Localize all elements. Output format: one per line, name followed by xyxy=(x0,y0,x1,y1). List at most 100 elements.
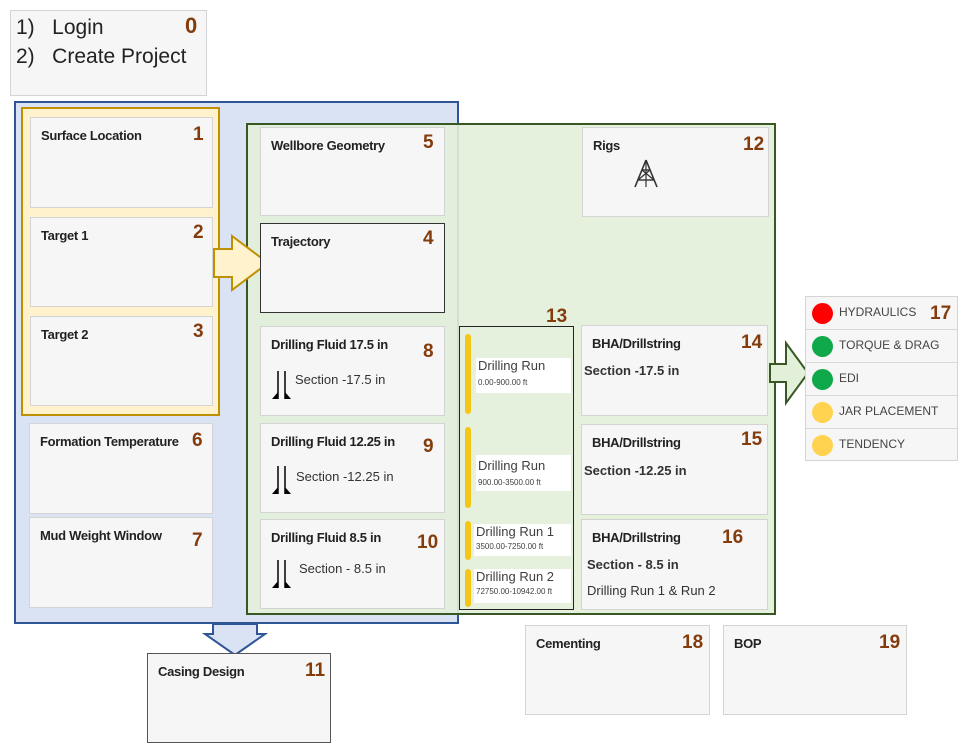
section-label: Section -12.25 in xyxy=(584,463,687,478)
step-number: 19 xyxy=(879,632,901,653)
run-label: Drilling Run xyxy=(478,358,546,373)
run-label: Drilling Run 1 xyxy=(476,524,555,539)
step-number: 0 xyxy=(185,13,198,38)
status-indicator-red xyxy=(812,303,833,324)
trajectory-card[interactable]: Trajectory 4 xyxy=(260,223,445,313)
step-number-17: 17 xyxy=(930,303,952,324)
section-label: Section - 8.5 in xyxy=(587,557,679,572)
run-range: 3500.00-7250.00 ft xyxy=(476,542,544,551)
check-label: JAR PLACEMENT xyxy=(839,404,939,418)
runs-label: Drilling Run 1 & Run 2 xyxy=(587,583,716,598)
run-3-bar xyxy=(465,521,471,560)
card-title: Surface Location xyxy=(41,128,142,143)
run-range: 900.00-3500.00 ft xyxy=(478,478,541,487)
cementing-card[interactable]: Cementing 18 xyxy=(525,625,710,715)
section-label: Section -12.25 in xyxy=(296,469,394,484)
rig-icon xyxy=(634,159,658,188)
step-number: 6 xyxy=(192,430,203,451)
run-label: Drilling Run 2 xyxy=(476,569,555,584)
step-number: 8 xyxy=(423,341,434,362)
check-torque-drag[interactable]: TORQUE & DRAG xyxy=(806,330,958,363)
card-title: Rigs xyxy=(593,138,620,153)
card-title: BOP xyxy=(734,636,762,651)
drilling-fluid-17-5-card[interactable]: Drilling Fluid 17.5 in 8 Section -17.5 i… xyxy=(260,326,445,416)
bha-drillstring-8-5-card[interactable]: BHA/Drillstring 16 Section - 8.5 in Dril… xyxy=(581,519,768,610)
target-2-card[interactable]: Target 2 3 xyxy=(30,316,213,406)
step-number-13: 13 xyxy=(546,306,568,327)
section-label: Section - 8.5 in xyxy=(299,561,386,576)
step-number: 1 xyxy=(193,124,204,145)
card-title: Drilling Fluid 12.25 in xyxy=(271,434,395,449)
mud-weight-window-card[interactable]: Mud Weight Window 7 xyxy=(29,517,213,608)
step-number: 15 xyxy=(741,429,763,450)
casing-design-card[interactable]: Casing Design 11 xyxy=(147,653,331,743)
section-label: Section -17.5 in xyxy=(295,372,386,387)
card-title: Wellbore Geometry xyxy=(271,138,385,153)
card-title: Drilling Fluid 17.5 in xyxy=(271,337,388,352)
bha-drillstring-12-25-card[interactable]: BHA/Drillstring 15 Section -12.25 in xyxy=(581,424,768,515)
step-number: 4 xyxy=(423,228,434,249)
drilling-run-4[interactable]: Drilling Run 2 72750.00-10942.00 ft xyxy=(474,569,571,603)
card-title: Drilling Fluid 8.5 in xyxy=(271,530,381,545)
section-label: Section -17.5 in xyxy=(584,363,680,378)
wellbore-geometry-card[interactable]: Wellbore Geometry 5 xyxy=(260,127,445,216)
step-number: 7 xyxy=(192,530,203,551)
surface-location-card[interactable]: Surface Location 1 xyxy=(30,117,213,208)
card-title: BHA/Drillstring xyxy=(592,530,681,545)
card-title: Cementing xyxy=(536,636,601,651)
card-title: Trajectory xyxy=(271,234,331,249)
run-range: 72750.00-10942.00 ft xyxy=(476,587,553,596)
bha-drillstring-17-5-card[interactable]: BHA/Drillstring 14 Section -17.5 in xyxy=(581,325,768,416)
casing-shoe-icon xyxy=(272,371,291,399)
check-label: TORQUE & DRAG xyxy=(839,338,940,352)
check-label: EDI xyxy=(839,371,860,385)
bha-to-checks-arrow xyxy=(769,339,810,407)
bop-card[interactable]: BOP 19 xyxy=(723,625,907,715)
drilling-run-1[interactable]: Drilling Run 0.00-900.00 ft xyxy=(476,358,571,393)
step-number: 5 xyxy=(423,132,434,153)
intro-step-login: 1) Login xyxy=(16,16,104,39)
check-edi[interactable]: EDI xyxy=(806,363,958,396)
run-1-bar xyxy=(465,334,471,414)
formation-temperature-card[interactable]: Formation Temperature 6 xyxy=(29,423,213,514)
status-indicator-yellow xyxy=(812,402,833,423)
casing-shoe-icon xyxy=(272,466,291,494)
check-jar-placement[interactable]: JAR PLACEMENT xyxy=(806,396,958,429)
step-number: 10 xyxy=(417,532,439,553)
check-label: TENDENCY xyxy=(839,437,906,451)
drilling-fluid-12-25-card[interactable]: Drilling Fluid 12.25 in 9 Section -12.25… xyxy=(260,423,445,513)
drilling-fluid-8-5-card[interactable]: Drilling Fluid 8.5 in 10 Section - 8.5 i… xyxy=(260,519,445,609)
drilling-run-2[interactable]: Drilling Run 900.00-3500.00 ft xyxy=(476,455,571,491)
check-label: HYDRAULICS xyxy=(839,305,917,319)
run-range: 0.00-900.00 ft xyxy=(478,378,528,387)
targets-to-trajectory-arrow xyxy=(213,234,270,292)
card-title: BHA/Drillstring xyxy=(592,336,681,351)
step-number: 9 xyxy=(423,436,434,457)
card-title: Mud Weight Window xyxy=(40,528,162,543)
status-indicator-green xyxy=(812,369,833,390)
check-tendency[interactable]: TENDENCY xyxy=(806,429,958,462)
intro-box: 1) Login 2) Create Project 0 xyxy=(10,10,207,96)
card-title: Target 1 xyxy=(41,228,89,243)
analysis-checks-panel: HYDRAULICS TORQUE & DRAG EDI JAR PLACEME… xyxy=(805,296,958,461)
intro-step-create-project: 2) Create Project xyxy=(16,45,187,68)
check-hydraulics[interactable]: HYDRAULICS xyxy=(806,297,958,330)
step-number: 18 xyxy=(682,632,704,653)
step-number: 2 xyxy=(193,222,204,243)
step-number: 3 xyxy=(193,321,204,342)
card-title: Target 2 xyxy=(41,327,89,342)
run-4-bar xyxy=(465,569,471,607)
rigs-card[interactable]: Rigs 12 xyxy=(582,127,769,217)
card-title: Formation Temperature xyxy=(40,434,179,449)
card-title: Casing Design xyxy=(158,664,245,679)
card-title: BHA/Drillstring xyxy=(592,435,681,450)
drilling-run-3[interactable]: Drilling Run 1 3500.00-7250.00 ft xyxy=(474,524,571,556)
drilling-runs-group xyxy=(459,326,574,610)
step-number: 14 xyxy=(741,332,763,353)
step-number: 11 xyxy=(305,660,326,681)
target-1-card[interactable]: Target 1 2 xyxy=(30,217,213,307)
status-indicator-green xyxy=(812,336,833,357)
status-indicator-yellow xyxy=(812,435,833,456)
step-number: 16 xyxy=(722,527,744,548)
